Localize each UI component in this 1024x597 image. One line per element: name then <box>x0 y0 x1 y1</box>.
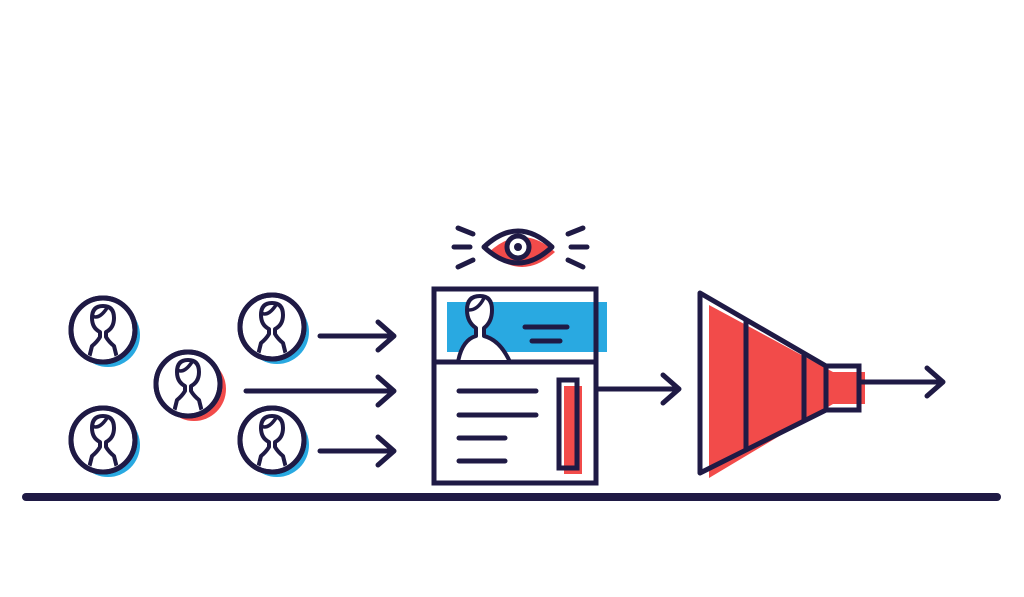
person-avatar-icon <box>237 292 309 364</box>
funnel-icon <box>697 290 865 478</box>
eye-icon <box>451 225 590 270</box>
arrow-right-icon <box>317 434 397 468</box>
person-avatar-icon <box>68 295 140 367</box>
person-avatar-icon <box>68 405 140 477</box>
arrow-right-icon <box>317 319 397 353</box>
arrow-right-icon <box>856 365 946 399</box>
arrow-right-icon <box>593 372 682 406</box>
person-avatar-icon <box>153 349 226 421</box>
profile-card-icon <box>431 286 607 486</box>
arrow-right-icon <box>243 374 397 408</box>
person-avatar-icon <box>237 405 309 477</box>
